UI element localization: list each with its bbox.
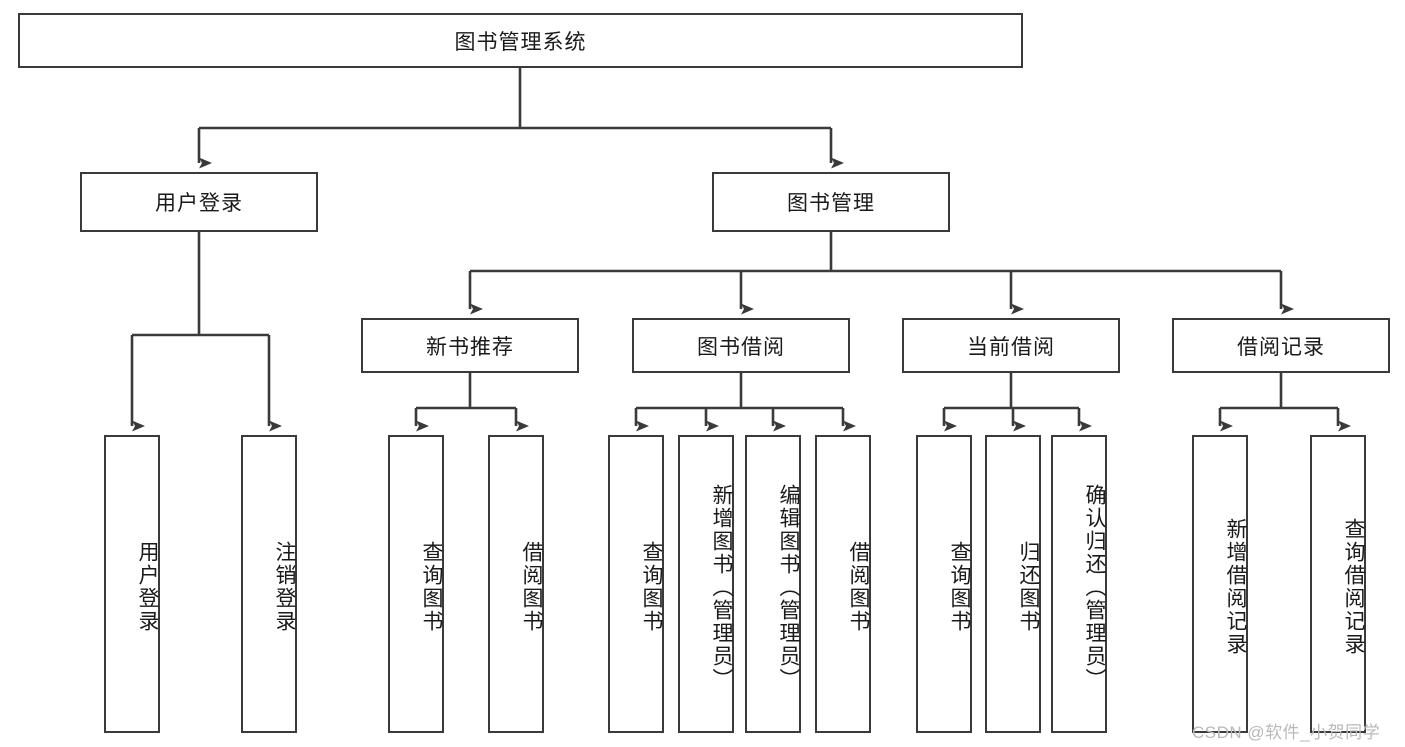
node-leaf-borrow-book-1-label: 借阅图书 <box>520 541 543 633</box>
node-leaf-query-book-2-label: 查询图书 <box>640 541 663 633</box>
node-leaf-logout-label: 注销登录 <box>273 541 296 633</box>
node-leaf-add-book[interactable]: 新增图书（管理员） <box>678 435 734 733</box>
node-leaf-confirm-return-label: 确认归还（管理员） <box>1083 483 1106 691</box>
node-current-borrow-label: 当前借阅 <box>967 335 1055 359</box>
node-user-login[interactable]: 用户登录 <box>80 172 318 232</box>
node-root-label: 图书管理系统 <box>454 30 587 54</box>
node-leaf-query-book-1-label: 查询图书 <box>420 541 443 633</box>
node-leaf-query-record-label: 查询借阅记录 <box>1342 518 1365 656</box>
node-root[interactable]: 图书管理系统 <box>18 13 1023 68</box>
node-leaf-confirm-return[interactable]: 确认归还（管理员） <box>1051 435 1107 733</box>
node-borrow-record[interactable]: 借阅记录 <box>1172 318 1390 373</box>
node-leaf-user-login[interactable]: 用户登录 <box>104 435 160 733</box>
node-leaf-query-book-1[interactable]: 查询图书 <box>388 435 444 733</box>
node-current-borrow[interactable]: 当前借阅 <box>902 318 1120 373</box>
node-book-manage-label: 图书管理 <box>787 192 875 215</box>
node-leaf-edit-book[interactable]: 编辑图书（管理员） <box>745 435 801 733</box>
node-leaf-query-book-2[interactable]: 查询图书 <box>608 435 664 733</box>
node-leaf-return-book[interactable]: 归还图书 <box>985 435 1041 733</box>
node-book-borrow-label: 图书借阅 <box>697 335 785 359</box>
node-leaf-query-book-3[interactable]: 查询图书 <box>916 435 972 733</box>
watermark: CSDN @软件_小贺同学 <box>1192 723 1381 742</box>
node-new-book-recommend-label: 新书推荐 <box>426 335 514 359</box>
node-leaf-return-book-label: 归还图书 <box>1017 541 1040 633</box>
node-leaf-borrow-book-1[interactable]: 借阅图书 <box>488 435 544 733</box>
node-borrow-record-label: 借阅记录 <box>1237 335 1325 359</box>
node-leaf-add-record-label: 新增借阅记录 <box>1224 518 1247 656</box>
node-book-manage[interactable]: 图书管理 <box>712 172 950 232</box>
node-leaf-edit-book-label: 编辑图书（管理员） <box>777 483 800 691</box>
node-leaf-logout[interactable]: 注销登录 <box>241 435 297 733</box>
node-leaf-borrow-book-2-label: 借阅图书 <box>847 541 870 633</box>
node-book-borrow[interactable]: 图书借阅 <box>632 318 850 373</box>
node-leaf-query-book-3-label: 查询图书 <box>948 541 971 633</box>
node-leaf-user-login-label: 用户登录 <box>136 541 159 633</box>
node-user-login-label: 用户登录 <box>155 192 243 215</box>
node-leaf-add-book-label: 新增图书（管理员） <box>710 483 733 691</box>
node-leaf-add-record[interactable]: 新增借阅记录 <box>1192 435 1248 733</box>
node-leaf-borrow-book-2[interactable]: 借阅图书 <box>815 435 871 733</box>
node-new-book-recommend[interactable]: 新书推荐 <box>361 318 579 373</box>
node-leaf-query-record[interactable]: 查询借阅记录 <box>1310 435 1366 733</box>
